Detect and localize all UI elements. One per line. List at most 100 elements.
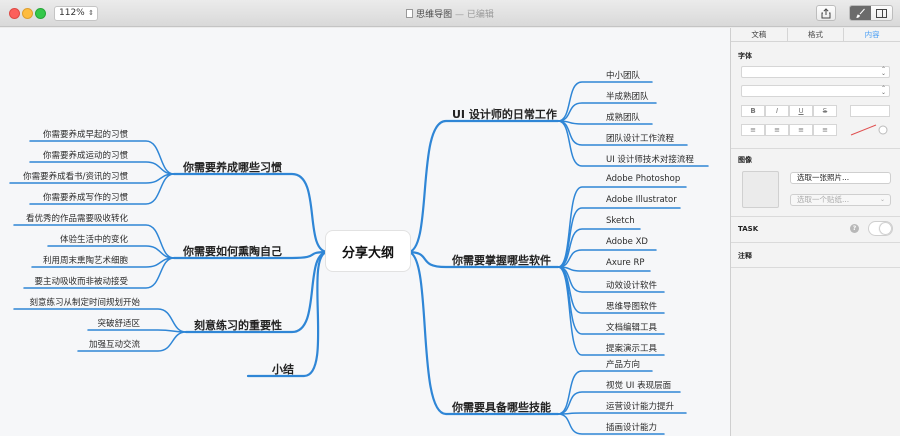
tab-document[interactable]: 文稿	[731, 28, 788, 41]
zoom-select[interactable]: 112% ⇕	[54, 6, 98, 21]
chevron-down-icon: ⌄	[879, 196, 885, 203]
subtopic-line	[23, 257, 175, 289]
task-toggle[interactable]	[868, 221, 893, 236]
subtopic-node[interactable]: 半成熟团队	[606, 92, 649, 102]
subtopic-node[interactable]: Adobe Photoshop	[606, 174, 681, 184]
subtopic-node[interactable]: UI 设计师技术对接流程	[606, 155, 694, 165]
share-icon	[821, 7, 831, 18]
document-icon	[406, 9, 414, 18]
strikethrough-button[interactable]: S	[813, 105, 837, 117]
subtopic-node[interactable]: 视觉 UI 表现层面	[606, 381, 672, 391]
subtopic-line	[557, 249, 657, 268]
italic-button[interactable]: I	[765, 105, 789, 117]
subtopic-node[interactable]: Axure RP	[606, 258, 645, 268]
choose-photo-button[interactable]: 选取一张照片...	[790, 172, 891, 184]
bold-button[interactable]: B	[741, 105, 765, 117]
tab-content[interactable]: 内容	[864, 30, 880, 39]
subtopic-node[interactable]: 运营设计能力提升	[606, 402, 675, 412]
subtopic-node[interactable]: 产品方向	[606, 360, 641, 370]
zoom-value: 112%	[59, 8, 85, 18]
titlebar: 112% ⇕ 思维导图 — 已编辑	[0, 0, 900, 27]
help-icon[interactable]: ?	[850, 224, 859, 233]
subtopic-node[interactable]: 刻意练习从制定时间规划开始	[29, 298, 140, 308]
align-right-button[interactable]: ≡	[789, 124, 813, 136]
title-separator: —	[455, 10, 467, 20]
subtopic-node[interactable]: Sketch	[606, 216, 635, 226]
subtopic-node[interactable]: 看优秀的作品需要吸收转化	[25, 214, 128, 224]
image-preview[interactable]	[742, 171, 779, 208]
document-title: 思维导图	[416, 10, 453, 20]
subtopic-node[interactable]: 你需要养成早起的习惯	[42, 130, 128, 140]
subtopic-node[interactable]: Adobe Illustrator	[606, 195, 677, 205]
subtopic-line	[557, 413, 665, 435]
tab-format[interactable]: 格式	[788, 28, 845, 41]
section-divider	[731, 267, 900, 268]
subtopic-node[interactable]: 思维导图软件	[606, 302, 658, 312]
format-inspector-button[interactable]	[850, 6, 871, 20]
align-center-button[interactable]: ≡	[765, 124, 789, 136]
font-family-select[interactable]: ⌃⌄	[741, 66, 890, 78]
subtopic-node[interactable]: 利用周末熏陶艺术细胞	[42, 256, 128, 266]
close-window-button[interactable]	[9, 8, 20, 19]
topic-node[interactable]: UI 设计师的日常工作	[452, 108, 557, 121]
central-topic[interactable]: 分享大纲	[326, 231, 410, 271]
font-size-field[interactable]	[850, 105, 890, 117]
topic-node[interactable]: 刻意练习的重要性	[194, 319, 282, 332]
subtopic-node[interactable]: 你需要养成看书/资讯的习惯	[23, 172, 128, 182]
subtopic-node[interactable]: 团队设计工作流程	[606, 134, 675, 144]
underline-button[interactable]: U	[789, 105, 813, 117]
subtopic-node[interactable]: 体验生活中的变化	[59, 235, 128, 245]
subtopic-node[interactable]: 提案演示工具	[606, 344, 658, 354]
topic-node[interactable]: 小结	[272, 363, 294, 376]
chevron-updown-icon: ⌃⌄	[880, 66, 886, 77]
branch-line	[246, 250, 330, 378]
align-justify-button[interactable]: ≡	[813, 124, 837, 136]
brush-icon	[855, 8, 865, 18]
branch-line	[406, 250, 560, 269]
subtopic-line	[557, 266, 665, 356]
subtopic-node[interactable]: 你需要养成运动的习惯	[42, 151, 128, 161]
choose-sticker-button[interactable]: 选取一个贴纸...⌄	[790, 194, 891, 206]
font-style-select[interactable]: ⌃⌄	[741, 85, 890, 97]
sidebar-toggle-button[interactable]	[871, 6, 892, 20]
branch-line	[172, 172, 330, 254]
mindmap-canvas[interactable]: UI 设计师的日常工作 中小团队半成熟团队成熟团队团队设计工作流程 UI 设计师技术…	[0, 28, 730, 436]
align-center-icon: ≡	[774, 126, 780, 134]
edited-status: 已编辑	[466, 10, 494, 20]
subtopic-node[interactable]: 你需要养成写作的习惯	[42, 193, 128, 203]
section-divider	[731, 216, 900, 217]
text-color-picker[interactable]	[850, 122, 890, 138]
subtopic-node[interactable]: 突破舒适区	[97, 319, 140, 329]
subtopic-line	[557, 120, 709, 167]
branch-line	[172, 250, 330, 260]
subtopic-line	[557, 412, 687, 415]
branch-line	[184, 250, 330, 334]
subtopic-node[interactable]: 要主动吸收而非被动接受	[34, 277, 128, 287]
task-section-title: TASK	[738, 225, 759, 233]
subtopic-line	[77, 331, 187, 352]
share-button[interactable]	[816, 5, 836, 21]
subtopic-node[interactable]: Adobe XD	[606, 237, 648, 247]
subtopic-line	[29, 161, 175, 175]
topic-node[interactable]: 你需要养成哪些习惯	[183, 161, 282, 174]
subtopic-line	[557, 207, 681, 268]
maximize-window-button[interactable]	[35, 8, 46, 19]
branch-line	[406, 250, 560, 416]
topic-node[interactable]: 你需要如何熏陶自己	[183, 245, 282, 258]
align-left-button[interactable]: ≡	[741, 124, 765, 136]
sidebar-icon	[876, 8, 887, 18]
topic-node[interactable]: 你需要具备哪些技能	[452, 401, 551, 414]
align-justify-icon: ≡	[822, 126, 828, 134]
subtopic-node[interactable]: 动效设计软件	[606, 281, 658, 291]
subtopic-node[interactable]: 成熟团队	[606, 113, 641, 123]
topic-node[interactable]: 你需要掌握哪些软件	[452, 254, 551, 267]
subtopic-node[interactable]: 插画设计能力	[606, 423, 658, 433]
align-left-icon: ≡	[750, 126, 756, 134]
subtopic-node[interactable]: 加强互动交流	[88, 340, 140, 350]
minimize-window-button[interactable]	[22, 8, 33, 19]
notes-section-title: 注释	[738, 252, 752, 260]
inspector-toggle-group	[849, 5, 893, 21]
subtopic-node[interactable]: 中小团队	[606, 71, 641, 81]
subtopic-node[interactable]: 文档编辑工具	[606, 323, 658, 333]
